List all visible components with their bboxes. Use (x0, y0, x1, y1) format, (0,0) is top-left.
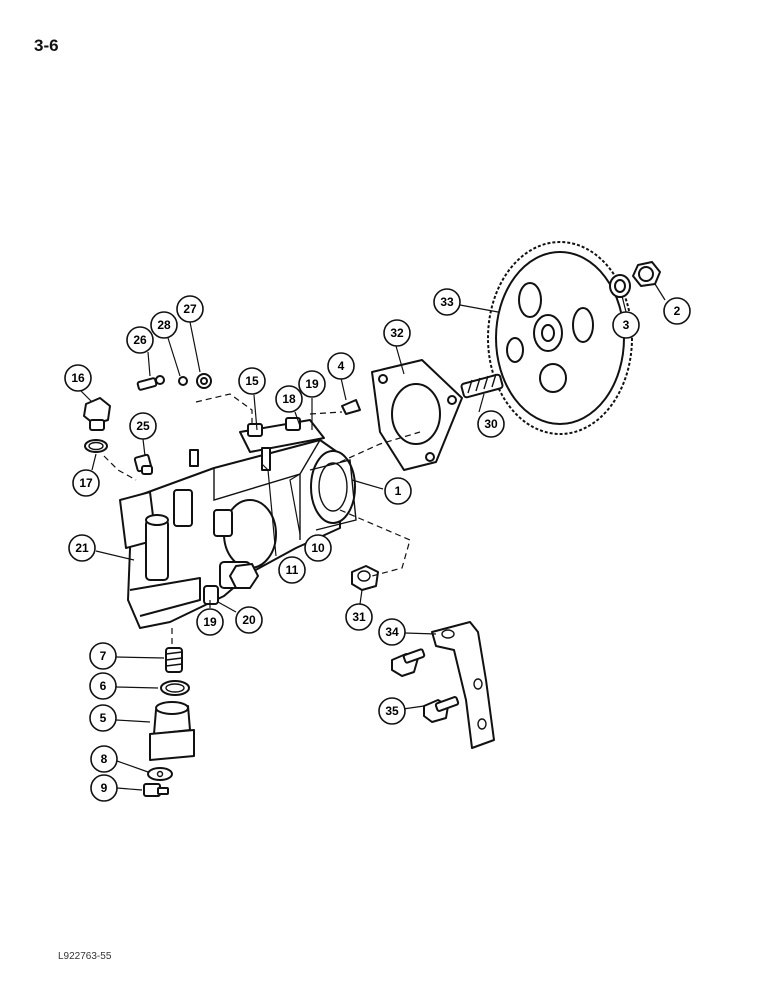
injection-pump (119, 417, 357, 629)
callout-label: 9 (101, 781, 108, 795)
leader-lines (79, 283, 666, 791)
callout-label: 10 (311, 541, 325, 555)
callout-label: 17 (79, 476, 93, 490)
fitting-alignment-line (195, 393, 253, 426)
callout-31: 31 (345, 603, 373, 631)
bracket-bolt-upper (391, 648, 426, 677)
callout-label: 2 (674, 304, 681, 318)
callout-label: 18 (282, 392, 296, 406)
callout-label: 5 (100, 711, 107, 725)
callout-label: 31 (352, 610, 366, 624)
callout-label: 19 (203, 615, 217, 629)
callout-28: 28 (150, 311, 178, 339)
bleed-screw (133, 453, 153, 475)
drawing-reference-code: L922763-55 (58, 951, 112, 962)
pump-gasket (371, 359, 463, 471)
callout-label: 8 (101, 752, 108, 766)
bracket-bolt-lower (423, 696, 460, 723)
gear-nut (632, 261, 661, 287)
callout-25: 25 (129, 412, 157, 440)
callout-35: 35 (378, 697, 406, 725)
callout-label: 19 (305, 377, 319, 391)
callout-1: 1 (384, 477, 412, 505)
callout-label: 6 (100, 679, 107, 693)
callout-30: 30 (477, 410, 505, 438)
callout-21: 21 (68, 534, 96, 562)
plug-o-ring (84, 439, 108, 453)
callout-7: 7 (89, 642, 117, 670)
plug-fitting (83, 397, 111, 431)
callout-label: 28 (157, 318, 171, 332)
clip-washer (147, 767, 173, 781)
callout-32: 32 (383, 319, 411, 347)
plug-alignment-line (103, 455, 137, 481)
locating-key (341, 399, 361, 415)
callout-5: 5 (89, 704, 117, 732)
pump-mounting-nut (351, 565, 379, 591)
callout-6: 6 (89, 672, 117, 700)
valve-seal-ring (160, 680, 190, 696)
callout-9: 9 (90, 774, 118, 802)
callout-label: 26 (133, 333, 147, 347)
callout-2: 2 (663, 297, 691, 325)
sealing-washer (178, 376, 188, 386)
callout-label: 3 (623, 318, 630, 332)
callout-16: 16 (64, 364, 92, 392)
support-bracket (431, 621, 495, 749)
mounting-stud (460, 373, 504, 399)
callout-label: 16 (71, 371, 85, 385)
callout-26: 26 (126, 326, 154, 354)
callout-33: 33 (433, 288, 461, 316)
callout-34: 34 (378, 618, 406, 646)
callout-4: 4 (327, 352, 355, 380)
callout-label: 1 (395, 484, 402, 498)
drive-gear (487, 241, 633, 435)
callout-8: 8 (90, 745, 118, 773)
page-number: 3-6 (34, 36, 59, 55)
callout-27: 27 (176, 295, 204, 323)
callout-label: 25 (136, 419, 150, 433)
callout-19-upper: 19 (298, 370, 326, 398)
banjo-fitting (196, 373, 212, 389)
callout-label: 35 (385, 704, 399, 718)
callout-label: 30 (484, 417, 498, 431)
callout-3: 3 (612, 311, 640, 339)
valve-screw (143, 783, 169, 797)
gear-alignment-line (339, 431, 421, 463)
key-alignment-line (309, 411, 343, 415)
lock-washer (609, 274, 631, 298)
callout-label: 15 (245, 374, 259, 388)
callout-20: 20 (235, 606, 263, 634)
callout-15: 15 (238, 367, 266, 395)
valve-holder (149, 701, 195, 761)
callout-11: 11 (278, 556, 306, 584)
callout-label: 7 (100, 649, 107, 663)
delivery-spring (165, 647, 183, 673)
callout-label: 34 (385, 625, 399, 639)
callout-label: 27 (183, 302, 197, 316)
callout-label: 20 (242, 613, 256, 627)
callout-label: 4 (338, 359, 345, 373)
nut-alignment-line (339, 509, 411, 577)
callout-label: 11 (286, 563, 299, 577)
callout-label: 21 (75, 541, 89, 555)
callout-17: 17 (72, 469, 100, 497)
banjo-bolt (136, 375, 165, 391)
callout-19-lower: 19 (196, 608, 224, 636)
callout-label: 32 (390, 326, 404, 340)
callout-10: 10 (304, 534, 332, 562)
callout-18: 18 (275, 385, 303, 413)
callout-label: 33 (440, 295, 454, 309)
